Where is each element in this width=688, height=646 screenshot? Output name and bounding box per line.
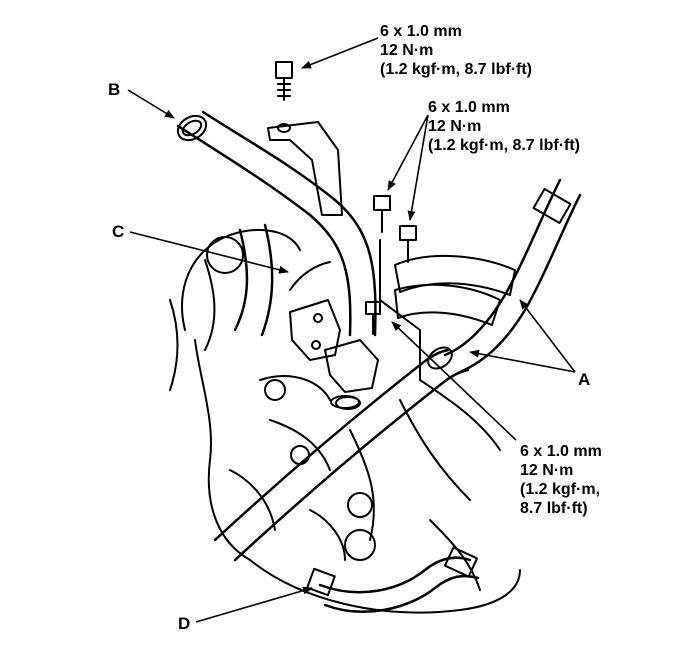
top-bolt <box>275 61 293 101</box>
callout-d: D <box>178 614 191 633</box>
engine-caps <box>206 236 376 561</box>
bracket-bolts-upper <box>373 195 417 263</box>
lower-hose <box>213 346 470 562</box>
hose-a-bracket <box>394 254 516 326</box>
leader-spec-mid-1 <box>387 114 429 191</box>
spec-line: (1.2 kgf·m, 8.7 lbf·ft) <box>428 137 581 154</box>
leader-lines <box>127 37 576 623</box>
upper-bracket <box>267 121 343 216</box>
callout-b: B <box>108 80 121 99</box>
engine-block-outline <box>169 229 521 614</box>
torque-spec-top: 6 x 1.0 mm 12 N·m (1.2 kgf·m, 8.7 lbf·ft… <box>380 22 532 79</box>
spec-line: 6 x 1.0 mm <box>428 99 510 116</box>
leader-spec-low <box>391 321 517 441</box>
middle-bolt <box>365 301 381 335</box>
hose-d <box>306 546 480 613</box>
hose-b <box>176 110 377 337</box>
spec-line: 12 N·m <box>428 118 482 135</box>
sensor-connector <box>324 339 379 410</box>
spec-line: 8.7 lbf·ft) <box>520 500 588 517</box>
callout-c: C <box>112 222 125 241</box>
spec-line: 6 x 1.0 mm <box>520 443 602 460</box>
left-hose <box>233 223 274 337</box>
leader-a-2 <box>469 349 576 373</box>
spec-line: 12 N·m <box>520 462 574 479</box>
leader-c <box>129 231 289 274</box>
leader-a-1 <box>519 299 576 373</box>
spec-line: 12 N·m <box>380 42 434 59</box>
bracket-c <box>289 261 341 361</box>
leader-d <box>195 586 313 623</box>
callout-a: A <box>578 370 591 389</box>
spec-line: (1.2 kgf·m, 8.7 lbf·ft) <box>380 61 533 78</box>
leader-b <box>127 89 175 119</box>
spec-line: 6 x 1.0 mm <box>380 23 462 40</box>
leader-spec-mid-2 <box>407 114 429 221</box>
hose-a <box>443 178 582 374</box>
torque-spec-lower: 6 x 1.0 mm 12 N·m (1.2 kgf·m, 8.7 lbf·ft… <box>520 442 602 518</box>
leader-spec-top <box>301 37 379 69</box>
torque-spec-middle: 6 x 1.0 mm 12 N·m (1.2 kgf·m, 8.7 lbf·ft… <box>428 98 580 155</box>
spec-line: (1.2 kgf·m, <box>520 481 601 498</box>
